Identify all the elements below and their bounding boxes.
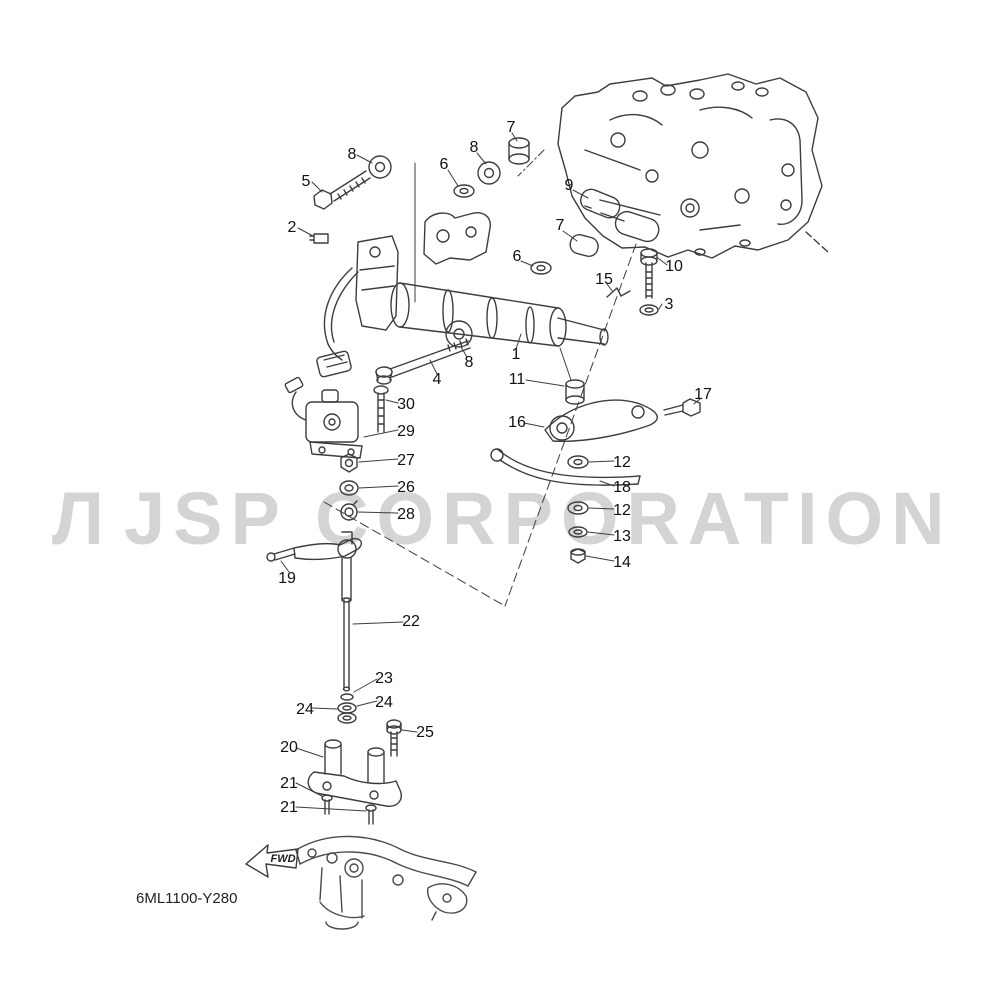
callout-19: 19 (278, 570, 296, 587)
bottom-mount (295, 835, 477, 930)
callout-28: 28 (397, 506, 415, 523)
callout-1: 1 (511, 346, 521, 363)
callout-8-c: 8 (464, 354, 474, 371)
fwd-arrow (245, 844, 299, 878)
watermark-logo: Л (52, 477, 112, 560)
wire-harness (316, 267, 359, 378)
callout-24-b: 24 (375, 694, 393, 711)
sensor-assembly (284, 376, 389, 459)
callout-20: 20 (280, 739, 298, 756)
callout-30: 30 (397, 396, 415, 413)
fwd-label: FWD (270, 853, 295, 865)
callout-8-a: 8 (347, 146, 357, 163)
bolt-4 (375, 338, 471, 385)
callout-14: 14 (613, 554, 631, 571)
callout-9: 9 (564, 177, 574, 194)
callout-4: 4 (432, 371, 442, 388)
rings-23-24 (337, 693, 357, 724)
callout-21-b: 21 (280, 799, 298, 816)
callout-10: 10 (665, 258, 683, 275)
main-assembly (309, 212, 609, 348)
bushings-top (453, 137, 530, 198)
callout-25: 25 (416, 724, 434, 741)
callout-7-a: 7 (506, 119, 516, 136)
bolt-25 (386, 719, 402, 757)
watermark-text: JSP CORPORATION (123, 477, 953, 560)
callout-3: 3 (664, 296, 674, 313)
callout-18: 18 (613, 479, 631, 496)
lever-16-group (544, 347, 701, 443)
callout-23: 23 (375, 670, 393, 687)
construction-lines (323, 149, 637, 607)
bushings-mid (530, 234, 599, 275)
diagram-code: 6ML1100-Y280 (136, 890, 238, 907)
callout-12-b: 12 (613, 502, 631, 519)
callout-26: 26 (397, 479, 415, 496)
callout-24-a: 24 (296, 701, 314, 718)
callout-11: 11 (508, 371, 526, 388)
callout-6-a: 6 (439, 156, 449, 173)
callout-13: 13 (613, 528, 631, 545)
bolt-5-washer-8 (313, 155, 392, 210)
callout-17: 17 (694, 386, 712, 403)
callout-16: 16 (508, 414, 526, 431)
lever-19-shaft-22 (266, 531, 362, 692)
callout-2: 2 (287, 219, 297, 236)
callout-21-a: 21 (280, 775, 298, 792)
callout-27: 27 (397, 452, 415, 469)
damper-9 (580, 188, 660, 243)
callout-6-b: 6 (512, 248, 522, 265)
callout-8-b: 8 (469, 139, 479, 156)
callout-7-b: 7 (555, 217, 565, 234)
callout-29: 29 (397, 423, 415, 440)
callout-12-a: 12 (613, 454, 631, 471)
leader-lines (280, 132, 701, 812)
callout-22: 22 (402, 613, 420, 630)
nut-washer-stack-left (339, 453, 359, 521)
bracket-20 (307, 739, 402, 825)
engine-block-outline (557, 73, 829, 259)
bolt-10-group (606, 248, 659, 316)
callout-15: 15 (595, 271, 613, 288)
callout-5: 5 (301, 173, 311, 190)
